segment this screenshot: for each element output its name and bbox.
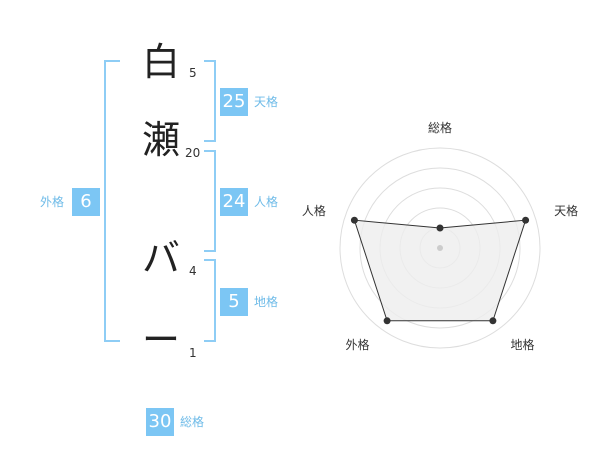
radar-axis-label: 外格 — [345, 337, 369, 352]
radar-axis-label: 地格 — [511, 337, 535, 352]
name-char-1: 白 — [141, 40, 180, 84]
radar-series-area — [353, 219, 527, 322]
name-char-2: 瀬 — [141, 118, 180, 162]
radar-point-4 — [383, 317, 391, 325]
radar-grid-ring — [339, 147, 541, 349]
chikaku-label: 地格 — [254, 295, 279, 309]
jinkaku-value: 24 — [220, 188, 248, 216]
jinkaku-label: 人格 — [254, 195, 279, 209]
stroke-count-4: 1 — [189, 346, 197, 360]
chikaku-value: 5 — [220, 288, 248, 316]
soukaku-label: 総格 — [180, 415, 205, 429]
radar-point-2 — [522, 216, 530, 224]
stroke-count-1: 5 — [189, 66, 197, 80]
tenkaku-bracket — [204, 60, 216, 142]
name-char-3: バ — [141, 236, 180, 280]
name-char-4: ー — [141, 318, 180, 362]
radar-center-dot — [437, 245, 443, 251]
radar-axis-label: 人格 — [302, 203, 326, 218]
stroke-count-3: 4 — [189, 264, 197, 278]
stroke-count-2: 20 — [185, 146, 201, 160]
radar-point-1 — [436, 224, 444, 232]
tenkaku-label: 天格 — [254, 95, 279, 109]
tenkaku-value: 25 — [220, 88, 248, 116]
radar-point-5 — [350, 216, 358, 224]
chikaku-bracket — [204, 259, 216, 342]
gaikaku-label: 外格 — [40, 195, 65, 209]
soukaku-value: 30 — [146, 408, 174, 436]
jinkaku-bracket — [204, 150, 216, 252]
gaikaku-value: 6 — [72, 188, 100, 216]
radar-axis-label: 総格 — [428, 120, 452, 135]
radar-grid-ring — [359, 167, 521, 329]
radar-axis-label: 天格 — [554, 203, 578, 218]
radar-point-3 — [489, 317, 497, 325]
gaikaku-bracket — [104, 60, 120, 342]
